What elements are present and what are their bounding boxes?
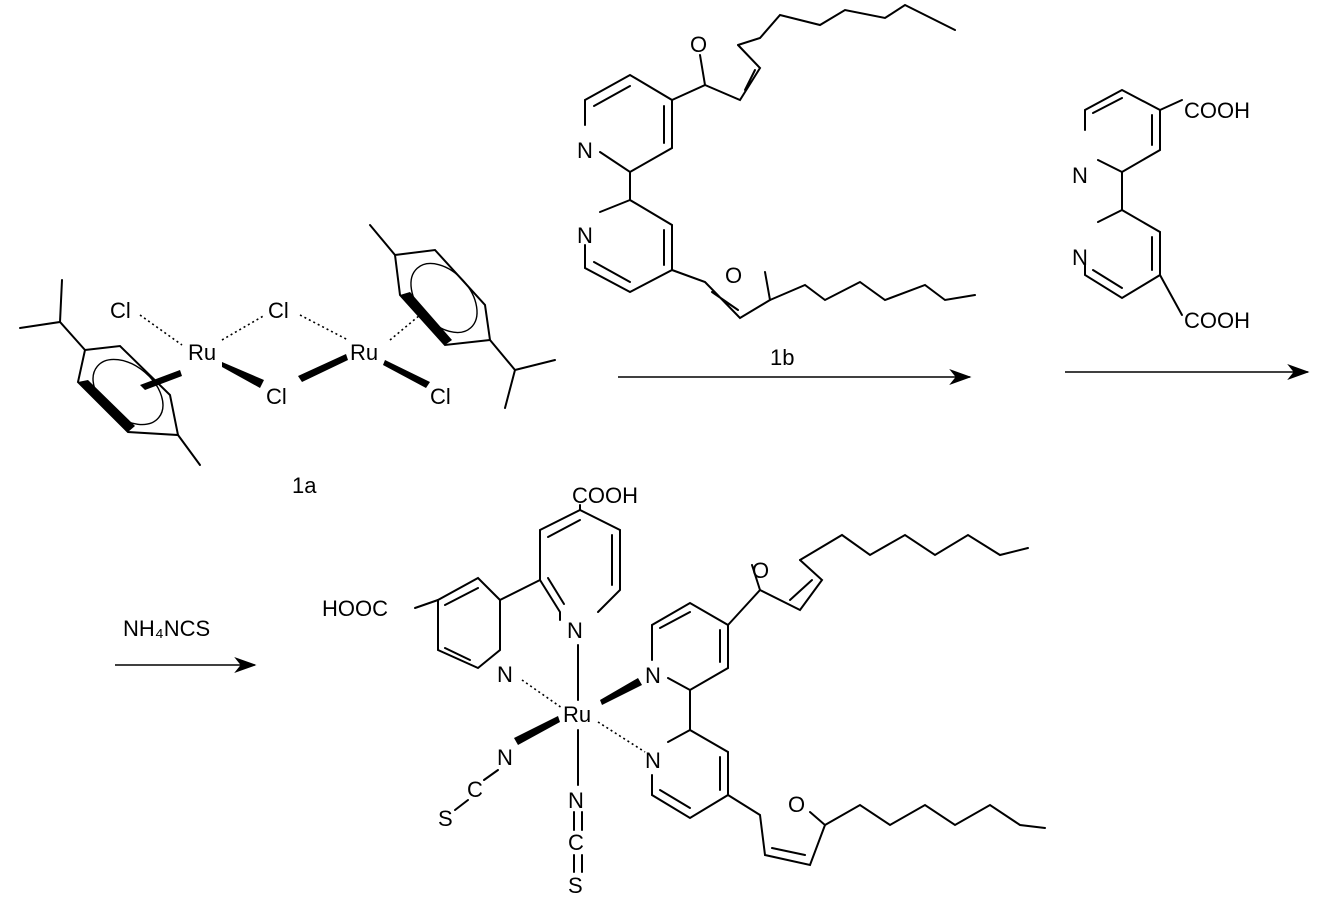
atom-n: N <box>497 745 513 770</box>
atom-o: O <box>690 32 707 57</box>
atom-ru: Ru <box>563 702 591 727</box>
atom-o: O <box>725 263 742 288</box>
compound-label-1a: 1a <box>292 473 317 498</box>
carboxyl-group: COOH <box>1184 98 1250 123</box>
atom-cl: Cl <box>266 384 287 409</box>
compound-label-1b: 1b <box>770 345 794 370</box>
atom-n: N <box>577 138 593 163</box>
product-complex: COOH N HOOC N Ru N C S N C S N N O <box>322 483 1045 898</box>
atom-o: O <box>752 558 769 583</box>
atom-n: N <box>645 663 661 688</box>
dicarboxy-bipyridine: N COOH N COOH <box>1072 90 1250 333</box>
atom-n: N <box>1072 163 1088 188</box>
ruthenium-dimer-1a: Cl Cl Ru Ru Cl Cl 1a <box>20 225 555 498</box>
atom-cl: Cl <box>268 298 289 323</box>
atom-ru: Ru <box>188 340 216 365</box>
ligand-1b: N N O O 1b <box>577 5 975 370</box>
atom-s: S <box>568 873 583 898</box>
atom-c: C <box>467 777 483 802</box>
atom-ru: Ru <box>350 340 378 365</box>
atom-s: S <box>438 806 453 831</box>
carboxyl-group: COOH <box>1184 308 1250 333</box>
atom-c: C <box>568 830 584 855</box>
atom-n: N <box>567 618 583 643</box>
carboxyl-group: HOOC <box>322 596 388 621</box>
atom-o: O <box>788 792 805 817</box>
atom-n: N <box>568 788 584 813</box>
right-cymene-ring <box>370 225 555 408</box>
carboxyl-group: COOH <box>572 483 638 508</box>
atom-cl: Cl <box>110 298 131 323</box>
reagent-label: NH₄NCS <box>123 616 210 641</box>
atom-n: N <box>1072 245 1088 270</box>
atom-cl: Cl <box>430 384 451 409</box>
atom-n: N <box>577 223 593 248</box>
atom-n: N <box>645 748 661 773</box>
atom-n: N <box>497 662 513 687</box>
